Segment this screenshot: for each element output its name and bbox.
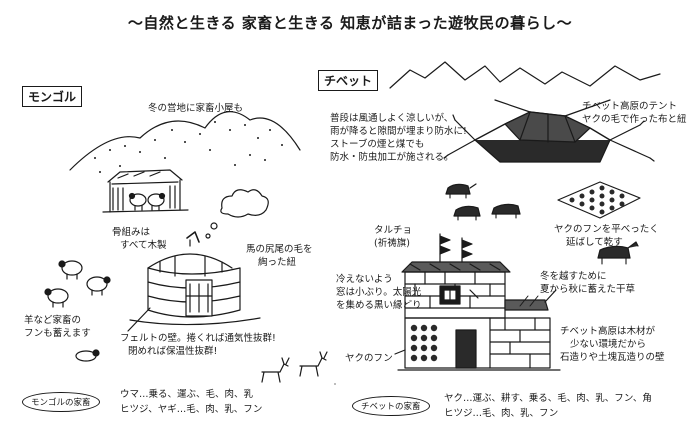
- window-label-2: 窓は小ぶり。太陽光: [336, 287, 422, 298]
- thought-cloud: [205, 189, 269, 239]
- sheep-dung-label-1: 羊など家畜の: [24, 315, 82, 326]
- hay-label-1: 冬を越すために: [540, 271, 607, 282]
- tent-caption-2: ヤクの毛で作った布と紐: [582, 114, 687, 125]
- livestock-shed: [102, 169, 189, 213]
- window-leader: [469, 289, 479, 299]
- tibet-livestock-yak: ヤク…運ぶ、耕す、乗る、毛、肉、乳、フン、角: [444, 393, 652, 404]
- page-title: 〜自然と生きる 家畜と生きる 知恵が詰まった遊牧民の暮らし〜: [127, 14, 573, 32]
- tent-desc-4: 防水・防虫加工が施される。: [330, 152, 454, 163]
- tent-caption-1: チベット高原のテント: [582, 101, 678, 112]
- tent-desc-2: 雨が降ると隙間が埋まり防水に!: [330, 126, 467, 137]
- felt-leader: [127, 307, 151, 332]
- tent-desc-3: ストーブの煙と煤でも: [330, 139, 425, 150]
- yak-dung-wall-label: ヤクのフン: [345, 353, 393, 364]
- horsehair-label-2: 綯った紐: [258, 257, 297, 268]
- mongol-livestock-sheep: ヒツジ、ヤギ…毛、肉、乳、フン: [120, 404, 263, 415]
- tarchok-label-2: (祈祷旗): [374, 238, 410, 249]
- felt-label-2: 閉めれば保温性抜群!: [128, 346, 218, 357]
- tibet-livestock-sheep: ヒツジ…毛、肉、乳、フン: [444, 408, 559, 419]
- winter-camp-label: 冬の営地に家畜小屋も: [148, 103, 244, 114]
- stone-wall-label-2: 少ない環境だから: [570, 339, 647, 350]
- mongolian-ger: [129, 231, 261, 326]
- stone-wall-label-3: 石造りや土塊瓦造りの壁: [560, 352, 665, 363]
- yak-dung-label-2: 延ばして乾す: [566, 237, 623, 248]
- hay-leader: [544, 289, 557, 303]
- frame-label-1: 骨組みは: [112, 227, 151, 238]
- stone-wall-label-1: チベット高原は木材が: [560, 326, 656, 337]
- frame-label-2: すべて木製: [120, 240, 167, 251]
- yak-hair-tent: [443, 99, 655, 163]
- mongol-livestock-horse: ウマ…乗る、運ぶ、毛、肉、乳: [120, 389, 254, 400]
- dung-wall-leader: [394, 349, 406, 355]
- goats: [261, 351, 328, 383]
- felt-label-1: フェルトの壁。捲くれば通気性抜群!: [120, 333, 276, 344]
- yak-dung-label-1: ヤクのフンを平べったく: [554, 224, 659, 235]
- tibet-livestock-tag: チベットの家畜: [352, 396, 430, 416]
- tibet-heading: チベット: [318, 70, 379, 91]
- dung-drying-grid: [557, 181, 641, 219]
- tent-desc-1: 普段は風通しよく涼しいが、: [330, 113, 454, 124]
- yak-group: [445, 183, 639, 259]
- window-label-3: を集める黒い縁どり: [336, 300, 422, 311]
- hay-label-2: 夏から秋に蓄えた干草: [540, 284, 636, 295]
- tarchok-label-1: タルチョ: [374, 225, 413, 236]
- window-label-1: 冷えないよう: [336, 274, 393, 285]
- sheep-herd: [44, 260, 111, 362]
- stone-house: [397, 233, 561, 371]
- mongol-livestock-tag: モンゴルの家畜: [22, 392, 100, 412]
- winter-hills: [69, 111, 301, 173]
- tibet-mountains: [389, 61, 661, 89]
- sheep-dung-label-2: フンも蓄えます: [24, 328, 91, 339]
- mongol-heading: モンゴル: [22, 86, 83, 107]
- horsehair-label-1: 馬の尻尾の毛を: [246, 244, 313, 255]
